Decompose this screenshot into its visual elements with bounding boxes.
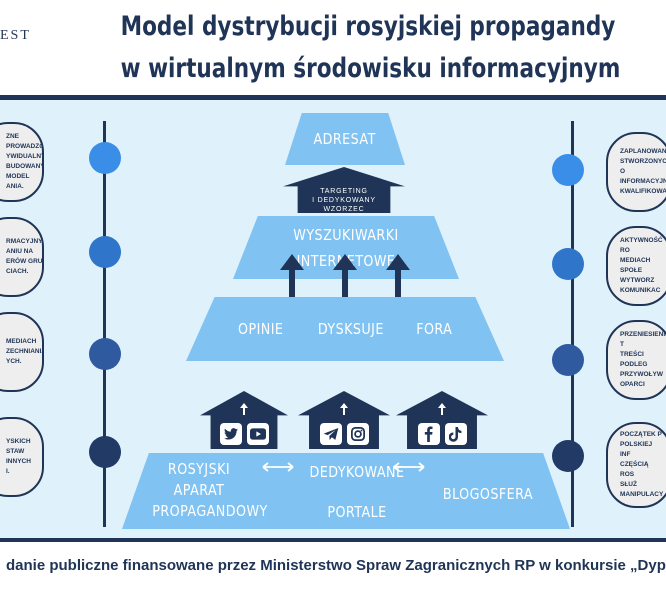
page-title: Model dystrybucji rosyjskiej propagandy …: [120, 6, 621, 90]
twitter-icon: [219, 423, 242, 445]
right-dot-3: [552, 344, 584, 376]
left-dot-2: [89, 236, 121, 268]
right-dot-1: [552, 154, 584, 186]
right-note-2: AKTYWNOŚĆ RO MEDIACH SPOŁE WYTWORZ KOMUN…: [606, 226, 666, 306]
pyramid-opinions-row: OPINIE DYSKSUJE FORA: [186, 297, 504, 361]
left-timeline: [103, 121, 106, 527]
bidirectional-arrow-right: [393, 462, 425, 472]
title-line-2: w wirtualnym środowisku informacyjnym: [120, 53, 621, 84]
forums-label: FORA: [416, 320, 453, 338]
bidirectional-arrow-left: [262, 462, 294, 472]
dedicated-label: DEDYKOWANE: [309, 463, 405, 481]
logo-text: EST: [0, 28, 31, 43]
band-top-line: [0, 95, 666, 100]
portals-label: PORTALE: [327, 503, 387, 521]
left-dot-1: [89, 142, 121, 174]
band-bottom-line: [0, 538, 666, 542]
youtube-icon: [246, 423, 269, 445]
tiktok-icon: [444, 423, 467, 445]
instagram-icon: [346, 423, 369, 445]
apparatus-label: ROSYJSKI APARAT PROPAGANDOWY: [152, 460, 268, 520]
left-dot-3: [89, 338, 121, 370]
left-note-4: YSKICH STAW INNYCH I.: [0, 417, 44, 497]
right-note-4: POCZĄTEK P POLSKIEJ INF CZĘŚCIĄ ROS SŁUŻ…: [606, 422, 666, 508]
arrow-up-3: [386, 254, 410, 298]
opinions-label: OPINIE: [238, 320, 284, 338]
pyramid-addressee: ADRESAT: [285, 113, 405, 165]
right-dot-2: [552, 248, 584, 280]
logo: EST: [0, 28, 40, 47]
left-note-2: RMACYJNYCH ANIU NA ERÓW GRUP CIACH.: [0, 217, 44, 297]
left-note-3: MEDIACH ZECHNIANIA YCH.: [0, 312, 44, 392]
telegram-icon: [319, 423, 342, 445]
arrow-up-2: [333, 254, 357, 298]
right-note-3: PRZENIESIENIE T TREŚCI PODLEG PRZYWOŁYW …: [606, 320, 666, 400]
blogosphere-label: BLOGOSFERA: [442, 485, 534, 503]
footer-funding-note: danie publiczne finansowane przez Minist…: [6, 557, 666, 574]
facebook-icon: [417, 423, 440, 445]
title-line-1: Model dystrybucji rosyjskiej propagandy: [120, 11, 616, 42]
targeting-label: TARGETING I DEDYKOWANY WZORZEC: [312, 188, 376, 213]
right-dot-4: [552, 440, 584, 472]
left-dot-4: [89, 436, 121, 468]
arrow-up-1: [280, 254, 304, 298]
right-timeline: [571, 121, 574, 527]
right-note-1: ZAPLANOWANA STWORZONYCH O INFORMACYJNYC …: [606, 132, 666, 212]
left-note-1: ZNE PROWADZONE YWIDUALNYM BUDOWANY MODEL…: [0, 122, 44, 202]
pyramid-base: ROSYJSKI APARAT PROPAGANDOWY DEDYKOWANE …: [122, 453, 570, 529]
discussions-label: DYSKSUJE: [317, 320, 384, 338]
